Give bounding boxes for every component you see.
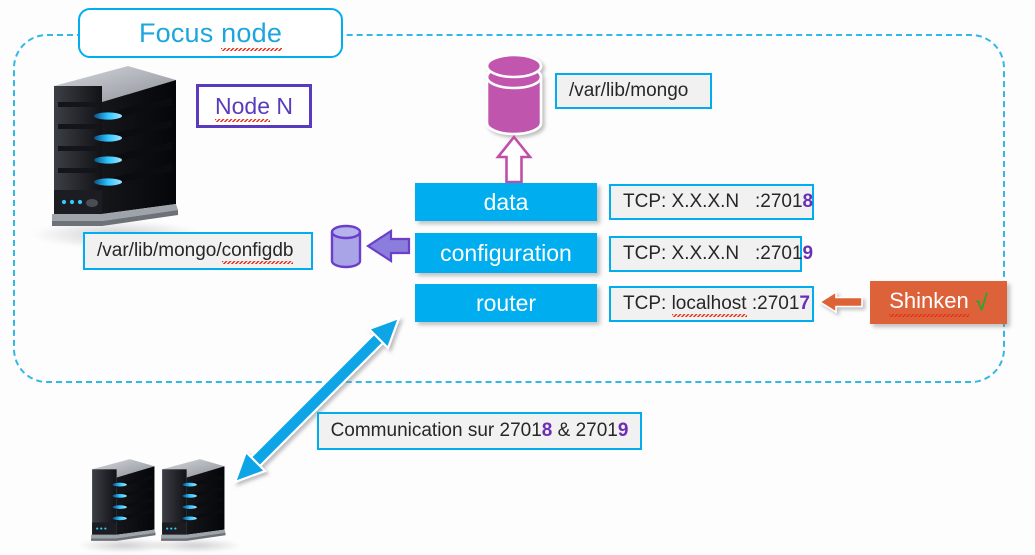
server-tower-icon [161,459,226,541]
mongo-data-path-box: /var/lib/mongo [555,73,712,109]
endpoint-prefix: TCP: X.X.X.N [623,243,740,264]
communication-prefix: Communication sur 2701 [330,420,542,441]
endpoint-port-tail: 8 [802,191,814,212]
endpoint-prefix: TCP: localhost [623,293,747,317]
server-shadow [77,537,172,553]
endpoint-spellword: localhost [671,293,747,317]
check-icon: √ [975,289,988,315]
mongo-data-path-text: /var/lib/mongo [569,80,689,101]
endpoint-port-head: :2701 [751,293,800,314]
communication-middle: & 2701 [552,420,618,441]
endpoint-port-head: :2701 [754,243,803,264]
server-tower-icon [52,66,178,226]
service-box-router: router [415,284,597,322]
communication-port-a: 8 [541,420,553,441]
server-tower-icon-main [31,58,203,249]
endpoint-port-tail: 9 [802,243,814,264]
service-label: data [483,188,529,215]
focus-node-region [13,34,1005,383]
mongo-configdb-path-text: /var/lib/mongo/configdb [97,240,294,264]
node-n-spellword: Node [215,92,270,122]
focus-node-title-spellword: node [221,17,283,51]
endpoint-gap [739,191,755,213]
server-shadow [147,537,242,553]
focus-node-title-text: Focus node [139,17,283,51]
server-tower-icon-cluster-a [77,455,172,553]
communication-port-b: 9 [617,420,629,441]
node-n-label: Node N [196,84,312,128]
endpoint-prefix: TCP: X.X.X.N [623,191,740,212]
endpoint-port-head: :2701 [754,191,803,212]
service-box-data: data [415,183,597,221]
endpoint-gap [739,243,755,265]
service-box-configuration: configuration [415,233,597,273]
focus-node-title: Focus node [78,8,343,58]
server-tower-icon [91,459,156,541]
mongo-configdb-path-box: /var/lib/mongo/configdb [83,232,313,270]
shinken-monitor-box: Shinken √ [870,281,1007,324]
mongo-configdb-spellword: configdb [221,240,294,264]
server-tower-icon-cluster-b [147,455,242,553]
endpoint-port-tail: 7 [799,293,810,314]
service-label: router [475,289,537,316]
shinken-label: Shinken [889,288,969,317]
service-label: configuration [440,239,572,266]
